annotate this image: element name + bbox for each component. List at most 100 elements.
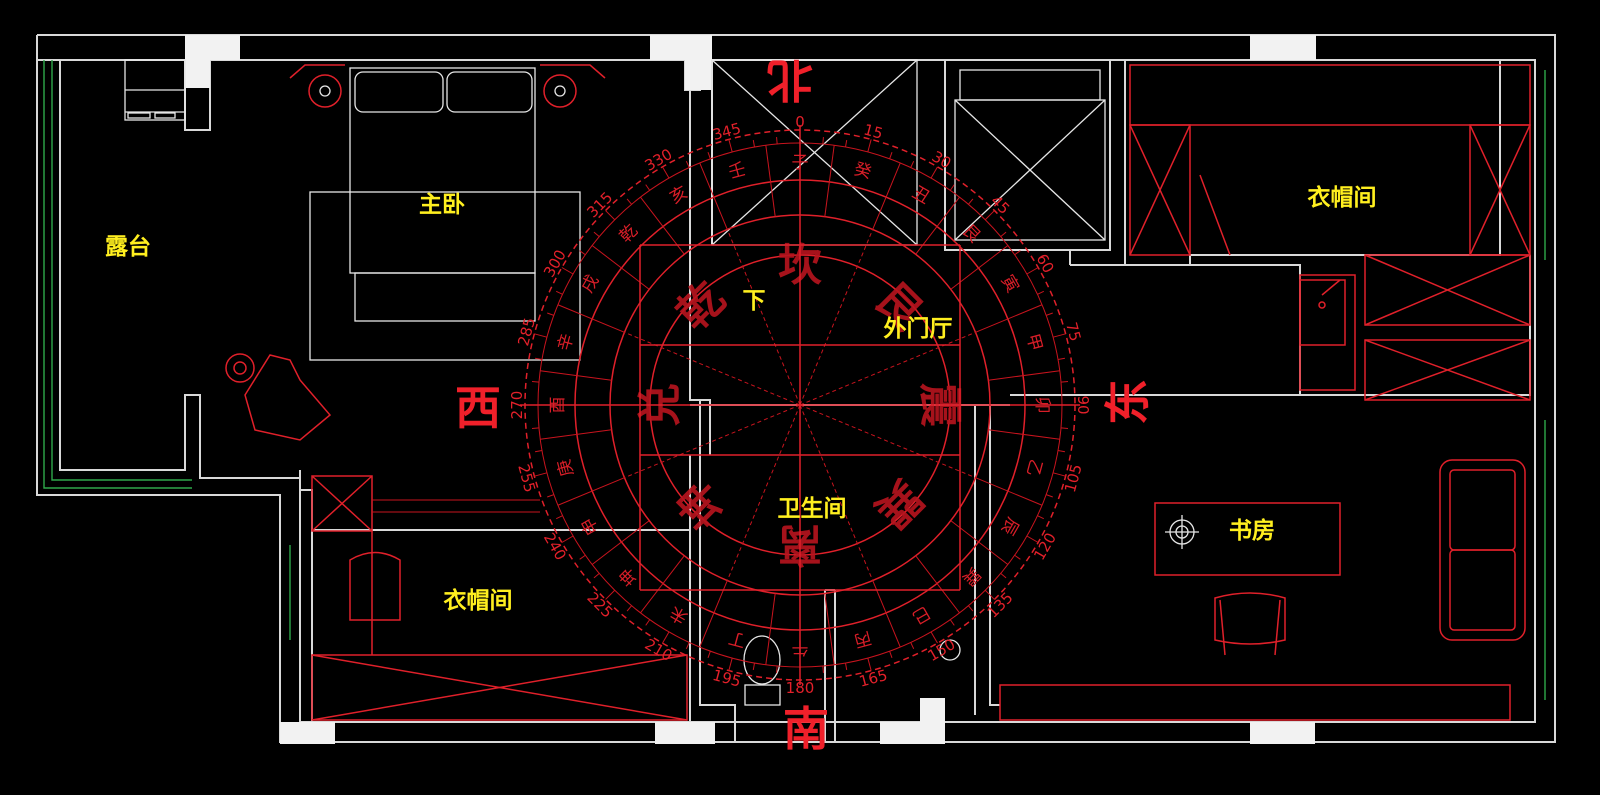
compass-tick (889, 651, 893, 658)
compass-tick (605, 589, 616, 600)
compass-tick (752, 139, 755, 148)
degree-label: 15 (862, 120, 885, 142)
degree-label: 165 (857, 666, 889, 691)
degree-label: 90 (1074, 395, 1092, 414)
column-block (1250, 722, 1315, 744)
trigram-character: 乾 (668, 273, 735, 340)
compass-tick (579, 250, 586, 256)
east-label: 东 (1101, 379, 1155, 425)
compass-tick (1014, 554, 1021, 560)
column-block (185, 60, 210, 88)
degree-label: 180 (786, 679, 815, 697)
compass-tick (593, 231, 600, 237)
compass-tick (889, 152, 893, 159)
compass-tick (1000, 231, 1007, 237)
compass-spoke (765, 593, 776, 665)
column-block (1250, 35, 1316, 60)
compass-tick (867, 657, 872, 671)
compass-tick (949, 619, 955, 626)
trigram-divider (624, 404, 801, 479)
trigram-divider (799, 404, 874, 581)
compass-tick (534, 450, 543, 453)
compass-spoke (765, 145, 776, 217)
compass-tick (984, 210, 995, 221)
mountain-character: 申 (578, 514, 604, 539)
furniture-red (225, 64, 1531, 721)
trigram-divider (799, 404, 976, 479)
compass-spoke (699, 580, 728, 648)
compass-tick (728, 139, 733, 153)
degree-label: 195 (711, 666, 743, 691)
room-label-terrace: 露台 (105, 233, 151, 260)
compass-tick (531, 427, 540, 429)
column-block (880, 722, 945, 744)
room-label-bathroom: 卫生间 (778, 496, 847, 522)
compass-spoke (872, 162, 901, 230)
trigram-character: 坤 (668, 470, 735, 537)
trigram-divider (726, 229, 801, 406)
compass-tick (534, 333, 548, 338)
column-block (185, 35, 240, 60)
room-label-wardrobe-left: 衣帽间 (444, 587, 513, 614)
compass-tick (776, 136, 778, 145)
compass-tick (1046, 312, 1053, 316)
compass-tick (1046, 494, 1053, 498)
compass-tick (845, 139, 848, 148)
mountain-character: 艮 (958, 221, 984, 247)
compass-tick (707, 152, 711, 159)
degree-label: 30 (929, 147, 955, 172)
compass-spoke (540, 370, 612, 381)
compass-tick (561, 267, 574, 275)
column-block (920, 698, 945, 723)
column-block (685, 60, 712, 90)
degree-label: 60 (1033, 251, 1058, 277)
compass-tick (626, 198, 632, 205)
compass-tick (1037, 515, 1045, 520)
compass-tick (1057, 450, 1066, 453)
compass-tick (822, 136, 824, 145)
mountain-character: 乙 (1022, 457, 1046, 479)
mountain-character: 庚 (554, 457, 578, 479)
trigram-divider (726, 404, 801, 581)
compass-tick (1057, 357, 1066, 360)
compass-tick (1052, 472, 1066, 477)
degree-label: 120 (1030, 530, 1060, 564)
compass-tick (534, 472, 548, 477)
mountain-character: 坤 (616, 563, 642, 589)
compass-tick (1037, 290, 1045, 295)
mountain-character: 乾 (616, 221, 642, 247)
compass-tick (776, 665, 778, 674)
compass-tick (685, 160, 690, 168)
compass-tick (1014, 250, 1021, 256)
compass-spoke (872, 580, 901, 648)
compass-spoke (975, 477, 1043, 506)
degree-label: 330 (642, 145, 676, 175)
mountain-character: 辛 (554, 332, 578, 354)
compass-tick (1060, 427, 1069, 429)
outer-walls (36, 34, 1556, 744)
mountain-character: 巳 (909, 602, 934, 628)
compass-tick (1026, 267, 1039, 275)
mountain-character: 丑 (909, 183, 934, 209)
compass-tick (984, 589, 995, 600)
mountain-character: 甲 (1022, 332, 1046, 354)
compass-tick (949, 184, 955, 191)
compass-tick (685, 642, 690, 650)
compass-spoke (640, 555, 685, 614)
column-block (280, 722, 335, 744)
degree-label: 0 (795, 113, 805, 131)
column-block (650, 35, 712, 60)
compass-tick (662, 166, 670, 179)
room-labels: 主卧 露台 衣帽间 衣帽间 下 外门厅 卫生间 书房 (105, 184, 1377, 614)
mountain-character: 丙 (852, 627, 874, 651)
compass-spoke (699, 162, 728, 230)
compass-tick (1060, 381, 1069, 383)
compass-tick (930, 166, 938, 179)
degree-label: 300 (540, 247, 570, 281)
compass-tick (579, 554, 586, 560)
room-label-study: 书房 (1229, 517, 1275, 544)
compass-tick (645, 184, 651, 191)
mountain-character: 未 (667, 602, 692, 628)
mountain-character: 辰 (997, 514, 1023, 539)
